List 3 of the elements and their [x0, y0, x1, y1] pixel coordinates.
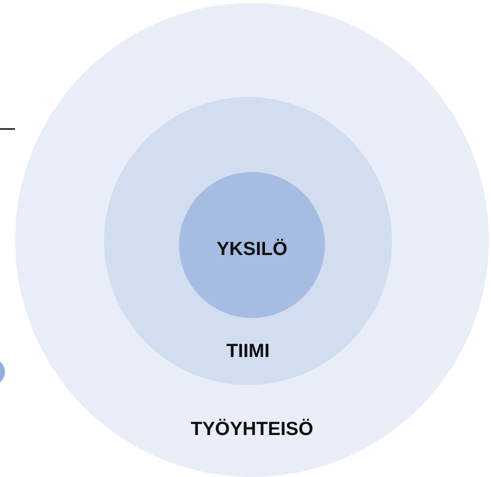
- circle-label: YKSILÖ: [216, 239, 288, 261]
- circle-label: TYÖYHTEISÖ: [190, 419, 314, 441]
- circle-label: TIIMI: [226, 341, 270, 363]
